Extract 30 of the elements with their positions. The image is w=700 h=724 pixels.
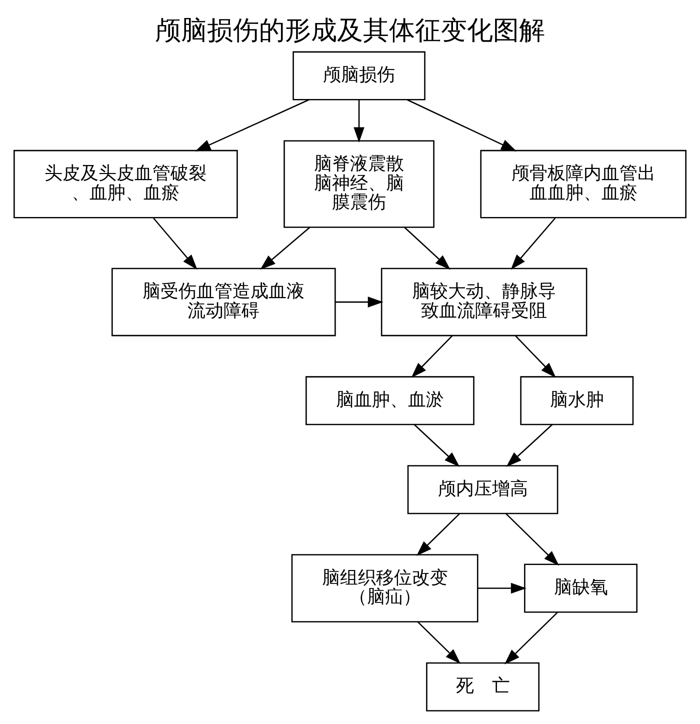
node-box: 脑血肿、血淤 [306, 376, 474, 426]
arrow [510, 218, 556, 270]
arrow [406, 99, 517, 152]
arrow [515, 335, 556, 378]
node-box: 颅骨板障内血管出血血肿、血瘀 [480, 150, 686, 218]
node-box: 颅脑损伤 [292, 51, 426, 100]
arrow [153, 218, 198, 270]
node-box: 脑组织移位改变（脑疝） [291, 554, 478, 622]
arrow [504, 612, 558, 664]
arrow [411, 335, 453, 378]
arrow [354, 100, 364, 143]
node-box: 颅内压增高 [407, 465, 558, 514]
node-box: 头皮及头皮血管破裂、血肿、血瘀 [14, 150, 238, 218]
node-box: 死 亡 [426, 662, 540, 712]
node-box: 脑水肿 [520, 376, 634, 426]
arrow [506, 424, 553, 467]
arrow [260, 226, 310, 270]
arrow [506, 513, 560, 566]
node-box: 脑受伤血管造成血液流动障碍 [112, 268, 336, 336]
node-box: 脑缺氧 [524, 564, 638, 613]
diagram-title: 颅脑损伤的形成及其体征变化图解 [155, 16, 545, 46]
node-box: 脑较大动、静脉导致血流障碍受阻 [380, 268, 588, 336]
arrow [414, 424, 460, 467]
arrow [478, 582, 526, 594]
arrow [336, 296, 384, 308]
arrow [404, 226, 450, 270]
arrow [416, 513, 460, 556]
arrow [418, 622, 461, 664]
arrow [195, 99, 310, 152]
node-box: 脑脊液震散脑神经、脑膜震伤 [284, 140, 434, 228]
